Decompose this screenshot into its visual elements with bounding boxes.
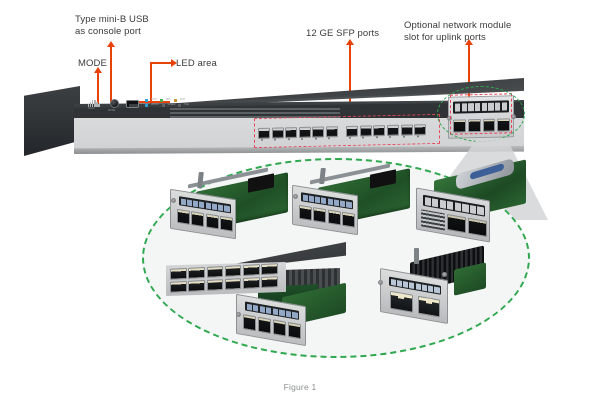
rj45-12-port-unit	[166, 242, 356, 322]
callout-label-mode: MODE	[78, 58, 107, 69]
rj45-port[interactable]	[390, 290, 413, 313]
rj45-port[interactable]	[206, 266, 224, 278]
magnified-module-callout	[142, 157, 530, 358]
thumbscrew-icon[interactable]	[442, 272, 447, 277]
sfp-port[interactable]	[220, 215, 234, 232]
leader-line-usb-console	[110, 46, 112, 104]
arrow-up-icon-usb-console	[107, 41, 115, 47]
led-indicator	[160, 99, 163, 102]
sfp-plus-port[interactable]	[447, 213, 466, 234]
sfp-port[interactable]	[313, 207, 327, 224]
led-indicator	[173, 99, 177, 102]
leader-line-led-vertical	[150, 62, 152, 108]
sfp-port[interactable]	[205, 213, 219, 230]
module-port-row	[447, 213, 487, 237]
callout-label-led-area: LED area	[176, 58, 217, 69]
leader-line-sfp-ports	[349, 44, 351, 124]
led-indicator	[145, 99, 148, 102]
leader-line-mode	[97, 72, 99, 104]
led-indicator	[145, 104, 148, 107]
sfp-plus-port[interactable]	[468, 217, 487, 237]
rj45-port[interactable]	[417, 295, 440, 318]
mode-button-label: MODE	[108, 109, 116, 112]
chassis-bottom-lip	[74, 146, 524, 154]
sfp-port[interactable]	[272, 319, 287, 337]
module-vent-grille	[421, 209, 445, 231]
leader-bracket-led	[126, 101, 170, 103]
cisco-wordmark: cisco	[88, 107, 95, 110]
leader-line-network-module	[468, 44, 470, 104]
network-module-10ge	[416, 157, 528, 243]
module-handle[interactable]	[197, 172, 204, 188]
rj45-port[interactable]	[206, 278, 224, 291]
rj45-port[interactable]	[261, 275, 278, 288]
thumbscrew-icon[interactable]	[171, 198, 176, 203]
sfp-port[interactable]	[177, 208, 190, 225]
mode-button[interactable]	[110, 99, 119, 108]
rj45-port[interactable]	[188, 279, 205, 292]
callout-label-network-module: Optional network module slot for uplink …	[404, 20, 512, 43]
network-module-rj45-2port	[378, 245, 488, 324]
cisco-logo-icon	[88, 100, 104, 107]
module-handle[interactable]	[319, 168, 326, 184]
sfp-port[interactable]	[327, 209, 341, 226]
thumbscrew-icon[interactable]	[236, 312, 241, 317]
thumbscrew-icon[interactable]	[378, 280, 383, 285]
arrow-up-icon-network-module	[465, 39, 473, 45]
sfp-port[interactable]	[191, 211, 205, 228]
led-indicator-area: SYST RPS STAT DUPLX SPEED PoE	[145, 97, 197, 111]
callout-label-usb-console: Type mini-B USB as console port	[75, 14, 149, 37]
module-handle[interactable]	[414, 248, 419, 264]
sfp-port[interactable]	[299, 204, 312, 221]
rj45-port[interactable]	[170, 280, 187, 293]
chassis-louver-group	[170, 108, 340, 120]
sfp-port[interactable]	[287, 321, 302, 340]
rj45-port[interactable]	[243, 264, 260, 277]
sfp-port[interactable]	[257, 316, 272, 335]
network-module-sfp4-b	[292, 163, 410, 236]
chassis-left-vent-panel	[24, 86, 80, 156]
led-indicator	[178, 104, 182, 107]
rj45-port[interactable]	[224, 265, 242, 277]
network-module-sfp4-a	[170, 167, 288, 240]
network-module-ellipse-marker	[437, 86, 525, 142]
leader-line-led-horizontal	[150, 62, 172, 64]
rj45-port[interactable]	[261, 263, 278, 276]
rj45-port[interactable]	[243, 276, 260, 289]
sfp-port[interactable]	[342, 211, 356, 228]
figure-caption: Figure 1	[283, 382, 317, 392]
arrow-up-icon-mode	[94, 67, 102, 73]
arrow-up-icon-sfp-ports	[346, 39, 354, 45]
arrow-right-icon-led	[171, 59, 177, 67]
usb-console-port[interactable]	[126, 100, 139, 108]
callout-label-sfp-ports: 12 GE SFP ports	[306, 28, 380, 39]
rj45-port[interactable]	[188, 266, 205, 279]
led-indicator	[161, 104, 165, 107]
module-port-row	[390, 290, 440, 318]
thumbscrew-icon[interactable]	[293, 194, 298, 199]
rj45-port[interactable]	[224, 277, 242, 290]
sfp-port[interactable]	[243, 314, 257, 332]
rj45-port[interactable]	[170, 267, 187, 280]
sfp-bank-highlight-outline	[254, 113, 440, 149]
front-control-cluster: cisco MODE SYST RPS STAT DUPLX SPEED PoE	[88, 96, 198, 114]
network-module-sfp4-inserted	[236, 282, 346, 347]
